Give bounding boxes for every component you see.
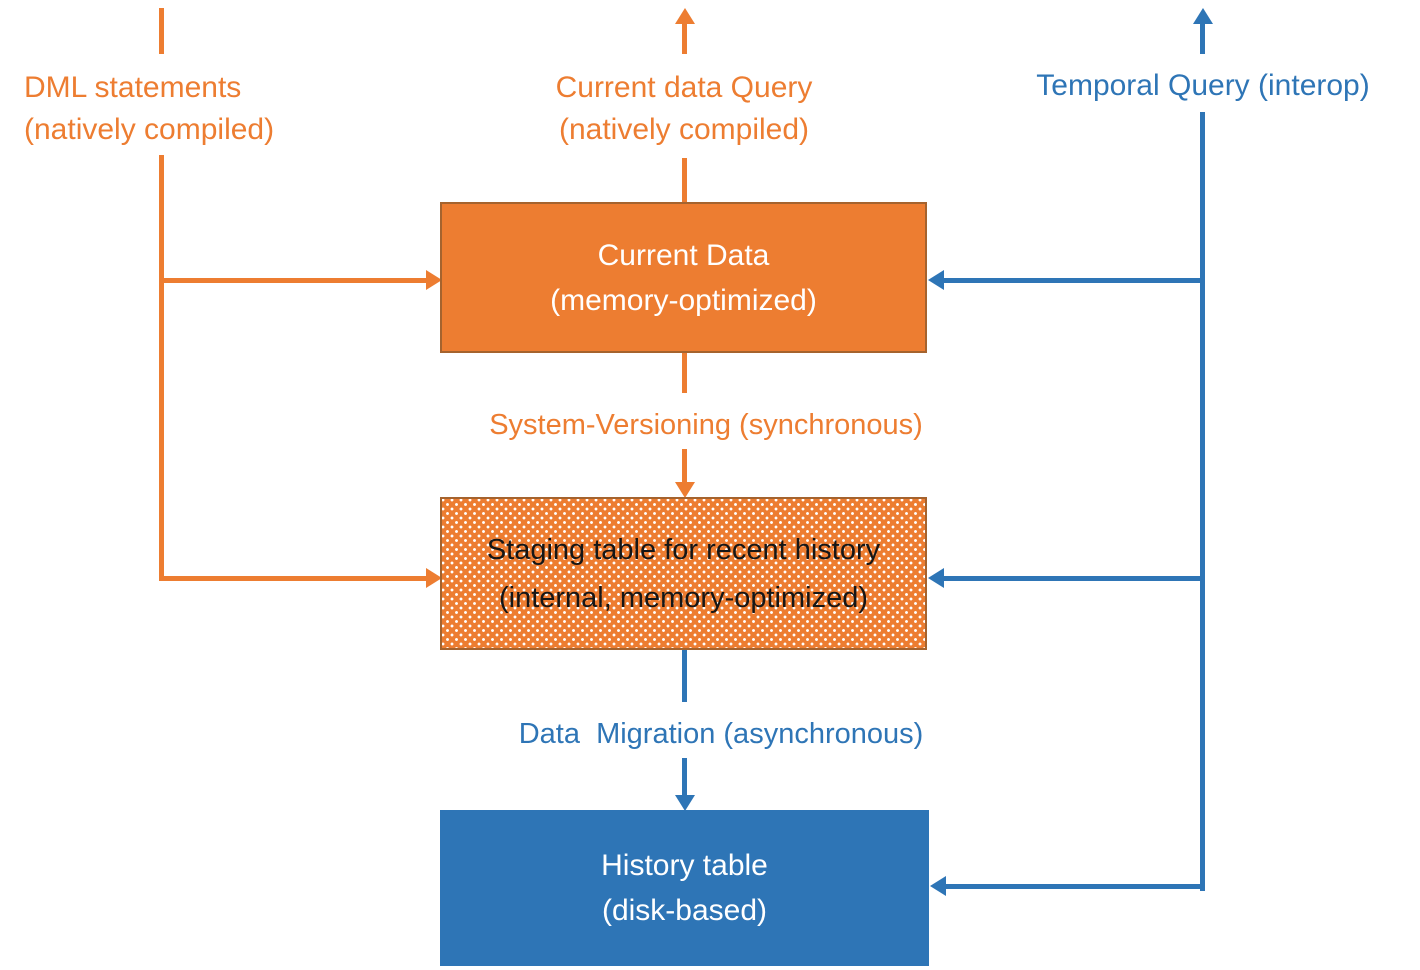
current-data-box: Current Data (memory-optimized): [440, 202, 927, 353]
current-query-up-shaft-line: [682, 22, 687, 54]
dml-top-stub-line: [159, 8, 164, 54]
dml-to-current-line: [159, 278, 427, 283]
temporal-to-current-arrowhead-icon: [928, 270, 944, 290]
migration-to-history-arrowhead-icon: [675, 795, 695, 811]
temporal-to-history-line: [946, 884, 1205, 889]
temporal-query-up-arrowhead-icon: [1193, 8, 1213, 24]
temporal-to-staging-arrowhead-icon: [928, 568, 944, 588]
temporal-query-up-shaft-line: [1200, 22, 1205, 54]
versioning-to-staging-shaft-line: [682, 449, 687, 485]
history-table-box: History table (disk-based): [440, 810, 929, 966]
staging-table-box: Staging table for recent history (intern…: [440, 497, 927, 650]
dml-vertical-line: [159, 155, 164, 581]
temporal-to-current-line: [944, 278, 1205, 283]
dml-statements-label: DML statements (natively compiled): [24, 71, 275, 146]
versioning-to-staging-arrowhead-icon: [675, 482, 695, 498]
temporal-query-label: Temporal Query (interop): [1036, 69, 1370, 102]
system-versioning-label: System-Versioning (synchronous): [489, 409, 923, 441]
current-query-up-arrowhead-icon: [675, 8, 695, 24]
temporal-vertical-line: [1200, 112, 1205, 891]
current-data-query-label: Current data Query (natively compiled): [555, 71, 813, 146]
dml-to-staging-arrowhead-icon: [426, 568, 442, 588]
temporal-to-staging-line: [944, 576, 1205, 581]
staging-to-migration-line: [682, 650, 687, 702]
current-query-to-box-line: [682, 158, 687, 204]
data-migration-label: Data Migration (asynchronous): [518, 718, 924, 750]
dml-to-current-arrowhead-icon: [426, 270, 442, 290]
migration-to-history-shaft-line: [682, 758, 687, 796]
temporal-to-history-arrowhead-icon: [930, 876, 946, 896]
dml-to-staging-line: [159, 576, 427, 581]
current-to-versioning-line: [682, 353, 687, 393]
